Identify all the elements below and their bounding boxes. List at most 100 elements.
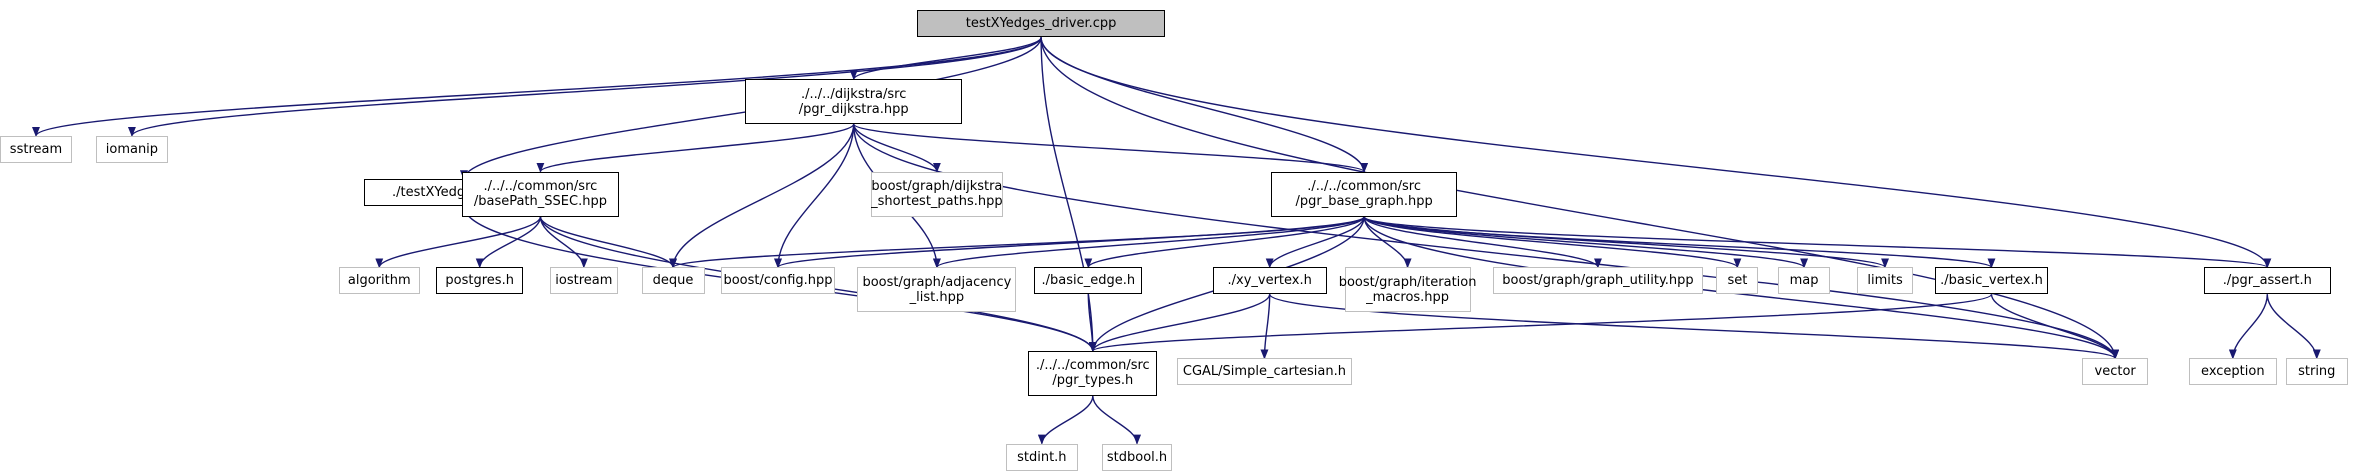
node-label: map <box>1789 273 1819 289</box>
node-label: boost/graph/adjacency <box>862 274 1012 290</box>
node-label: algorithm <box>347 273 411 289</box>
node-map: map <box>1777 267 1831 295</box>
edge-root-to-pgr-types <box>1040 37 1097 353</box>
edge-root-to-iomanip <box>128 37 1042 137</box>
edge-basepath-to-iostream <box>539 216 588 269</box>
node-label: boost/graph/graph_utility.hpp <box>1502 273 1694 289</box>
node-label: iostream <box>555 273 613 289</box>
node-exception: exception <box>2188 358 2278 386</box>
node-label: boost/config.hpp <box>723 273 833 289</box>
edge-basic-vertex-to-pgr-types <box>1089 293 1993 353</box>
node-label: stdint.h <box>1017 449 1067 465</box>
node-basepath[interactable]: ./../../common/src/basePath_SSEC.hpp <box>461 171 620 217</box>
edge-base-graph-to-graph-utility <box>1363 216 1602 269</box>
node-stdbool: stdbool.h <box>1101 443 1173 471</box>
edge-layer <box>32 36 2321 445</box>
edge-xy-vertex-to-pgr-types <box>1088 294 1271 353</box>
edge-pgr-assert-to-string <box>2266 294 2321 360</box>
edge-xy-vertex-to-cgal <box>1260 294 1271 360</box>
edge-dijkstra-to-deque <box>669 123 855 269</box>
node-graph-utility: boost/graph/graph_utility.hpp <box>1493 267 1703 295</box>
node-label: postgres.h <box>445 273 514 289</box>
node-label: _list.hpp <box>909 289 965 305</box>
node-label: deque <box>652 273 694 289</box>
edge-dijkstra-to-boost-config <box>774 123 855 269</box>
node-label: ./../../common/src <box>483 179 598 195</box>
node-label: set <box>1727 273 1748 289</box>
node-boost-config: boost/config.hpp <box>721 267 835 295</box>
node-label: _shortest_paths.hpp <box>871 194 1003 210</box>
node-dijkstra-sp: boost/graph/dijkstra_shortest_paths.hpp <box>870 171 1003 217</box>
node-algorithm: algorithm <box>338 267 420 295</box>
node-label: /pgr_dijkstra.hpp <box>798 101 909 117</box>
node-label: boost/graph/dijkstra <box>871 179 1003 195</box>
node-limits: limits <box>1857 267 1913 295</box>
node-label: /pgr_base_graph.hpp <box>1295 194 1433 210</box>
edge-pgr-assert-to-exception <box>2228 294 2269 360</box>
node-iteration: boost/graph/iteration_macros.hpp <box>1339 267 1476 313</box>
edge-base-graph-to-iteration <box>1363 216 1412 269</box>
node-label: ./../../common/src <box>1307 179 1422 195</box>
node-label: /basePath_SSEC.hpp <box>473 194 607 210</box>
node-basic-vertex[interactable]: ./basic_vertex.h <box>1935 267 2048 295</box>
edge-base-graph-to-basic-edge <box>1084 216 1365 269</box>
node-label: exception <box>2201 364 2265 380</box>
node-iostream: iostream <box>550 267 618 295</box>
node-label: string <box>2298 364 2336 380</box>
node-label: ./pgr_assert.h <box>2222 273 2312 289</box>
node-sstream: sstream <box>0 135 72 163</box>
edge-xy-vertex-to-vector <box>1268 293 2119 360</box>
edge-root-to-sstream <box>32 37 1042 137</box>
edge-base-graph-to-pgr-assert <box>1363 215 2271 269</box>
edge-base-graph-to-set <box>1363 215 1742 269</box>
edge-base-graph-to-boost-config <box>774 215 1365 269</box>
node-pgr-assert[interactable]: ./pgr_assert.h <box>2203 267 2331 295</box>
node-adjacency: boost/graph/adjacency_list.hpp <box>857 267 1017 313</box>
node-label: _macros.hpp <box>1366 289 1450 305</box>
node-basic-edge[interactable]: ./basic_edge.h <box>1034 267 1143 295</box>
edge-pgr-types-to-stdint <box>1037 395 1094 445</box>
edge-dijkstra-to-dijkstra-sp <box>853 123 941 173</box>
node-set: set <box>1716 267 1759 295</box>
edge-dijkstra-to-basepath <box>536 123 855 173</box>
node-label: CGAL/Simple_cartesian.h <box>1182 364 1346 380</box>
edge-root-to-vector <box>1040 37 2120 360</box>
node-label: iomanip <box>105 141 159 157</box>
edge-dijkstra-to-vector <box>853 123 2120 360</box>
edge-basepath-to-algorithm <box>375 216 542 269</box>
node-iomanip: iomanip <box>95 135 168 163</box>
node-label: ./basic_edge.h <box>1041 273 1136 289</box>
edge-base-graph-to-basic-vertex <box>1363 215 1996 269</box>
edge-dijkstra-to-base-graph <box>853 123 1368 173</box>
edge-base-graph-to-xy-vertex <box>1265 216 1365 269</box>
node-label: stdbool.h <box>1106 449 1168 465</box>
node-xy-vertex[interactable]: ./xy_vertex.h <box>1212 267 1327 295</box>
edge-root-to-pgr-assert <box>1040 37 2272 269</box>
node-string: string <box>2286 358 2348 386</box>
node-postgres[interactable]: postgres.h <box>436 267 524 295</box>
node-label: vector <box>2094 364 2136 380</box>
node-label: boost/graph/iteration <box>1338 274 1477 290</box>
node-label: ./../../common/src <box>1035 358 1150 374</box>
node-root[interactable]: testXYedges_driver.cpp <box>917 10 1165 38</box>
node-label: testXYedges_driver.cpp <box>965 16 1117 32</box>
node-vector: vector <box>2082 358 2149 386</box>
edge-basic-vertex-to-vector <box>1990 294 2120 360</box>
node-pgr-types[interactable]: ./../../common/src/pgr_types.h <box>1028 351 1158 396</box>
edge-basepath-to-postgres <box>475 216 542 269</box>
node-dijkstra[interactable]: ./../../dijkstra/src/pgr_dijkstra.hpp <box>745 79 963 124</box>
node-label: /pgr_types.h <box>1052 373 1134 389</box>
edge-base-graph-to-adjacency <box>933 215 1365 269</box>
node-label: ./basic_vertex.h <box>1940 273 2043 289</box>
node-label: sstream <box>9 141 63 157</box>
node-label: ./../../dijkstra/src <box>801 86 907 102</box>
node-label: ./xy_vertex.h <box>1227 273 1312 289</box>
edge-pgr-types-to-stdbool <box>1092 395 1142 445</box>
node-base-graph[interactable]: ./../../common/src/pgr_base_graph.hpp <box>1271 171 1458 217</box>
node-cgal: CGAL/Simple_cartesian.h <box>1176 358 1353 386</box>
node-stdint: stdint.h <box>1005 443 1078 471</box>
edge-root-to-dijkstra <box>849 36 1042 81</box>
node-label: limits <box>1867 273 1903 289</box>
